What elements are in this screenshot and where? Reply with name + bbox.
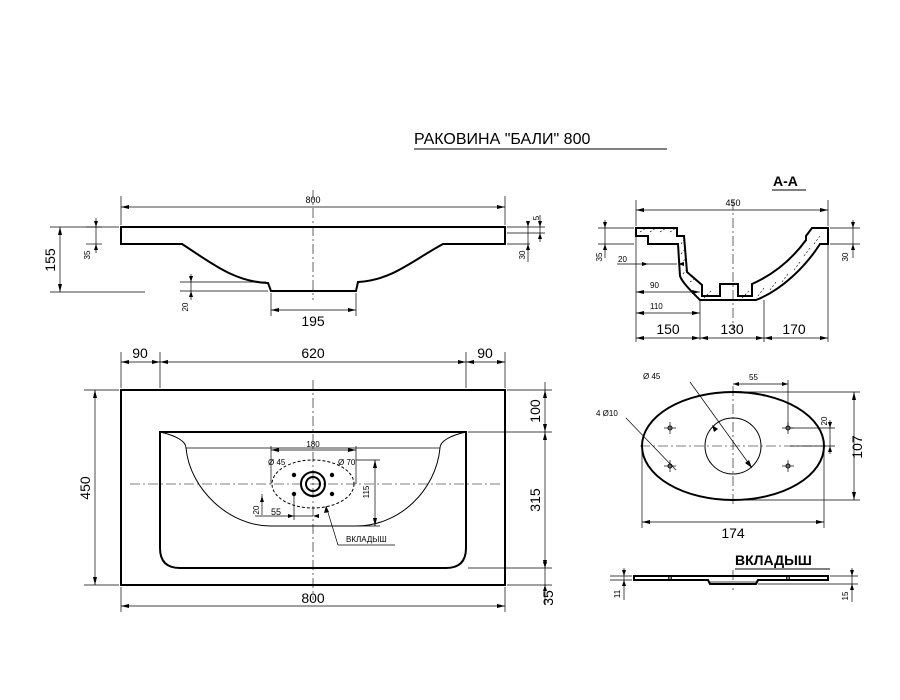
section-hatching [639, 227, 821, 299]
section-right-thickness: 30 [841, 252, 850, 261]
plan-right-35: 35 [540, 590, 556, 606]
section-profile [635, 227, 829, 301]
front-view: 800 155 35 5 30 20 [42, 190, 545, 329]
section-seg-170: 170 [782, 321, 806, 337]
insert-view: Ø 45 55 4 Ø10 20 107 [596, 372, 865, 602]
section-seg-150: 150 [656, 321, 680, 337]
plan-view: 90 620 90 180 Ø 45 Ø 70 11 [77, 345, 556, 612]
front-width-label: 800 [305, 195, 320, 205]
drawing-title: РАКОВИНА "БАЛИ" 800 [414, 131, 590, 148]
plan-hole-70: Ø 70 [338, 458, 356, 467]
insert-height: 107 [849, 435, 865, 459]
plan-dim-180: 180 [306, 440, 320, 449]
plan-hole-45: Ø 45 [268, 458, 286, 467]
insert-thick-15: 15 [841, 591, 850, 600]
plan-drain-outer [300, 471, 326, 497]
front-left-thickness: 35 [83, 250, 92, 259]
front-right-thickness: 30 [518, 250, 527, 259]
front-bottom-width: 195 [301, 313, 325, 329]
plan-right-315: 315 [527, 488, 543, 512]
insert-hole-45: Ø 45 [643, 372, 661, 381]
plan-top-mid: 620 [301, 345, 325, 361]
insert-side-profile [633, 575, 829, 585]
plan-width-label: 800 [301, 590, 325, 606]
plan-right-100: 100 [527, 399, 543, 423]
plan-dim-20: 20 [252, 505, 261, 514]
section-seg-130: 130 [720, 321, 744, 337]
insert-thick-11: 11 [613, 589, 622, 598]
section-view: А-А 450 35 30 20 90 [595, 173, 860, 342]
insert-holes-4: 4 Ø10 [596, 409, 618, 418]
plan-top-right: 90 [477, 345, 493, 361]
front-bottom-step: 20 [181, 302, 190, 311]
plan-basin-outline [159, 431, 467, 569]
plan-top-left: 90 [132, 345, 148, 361]
section-width-label: 450 [725, 198, 740, 208]
section-dim-110: 110 [650, 302, 663, 311]
plan-height-label: 450 [77, 476, 93, 500]
insert-dim-20: 20 [820, 416, 829, 425]
plan-insert-outline [271, 459, 355, 509]
insert-label: ВКЛАДЫШ [735, 552, 812, 568]
insert-dim-55: 55 [749, 373, 758, 382]
section-inner-offset: 20 [618, 255, 627, 264]
section-dim-90: 90 [650, 281, 659, 290]
section-label: А-А [773, 173, 798, 189]
front-view-outline [120, 226, 506, 292]
front-edge-dim: 5 [532, 215, 541, 220]
plan-dim-55: 55 [271, 507, 281, 517]
plan-dim-115: 115 [362, 485, 371, 498]
plan-drain-inner [305, 476, 321, 492]
plan-insert-callout: ВКЛАДЫШ [346, 535, 387, 544]
front-height-label: 155 [42, 248, 58, 272]
section-left-thickness: 35 [595, 252, 604, 261]
insert-width: 174 [721, 525, 745, 541]
